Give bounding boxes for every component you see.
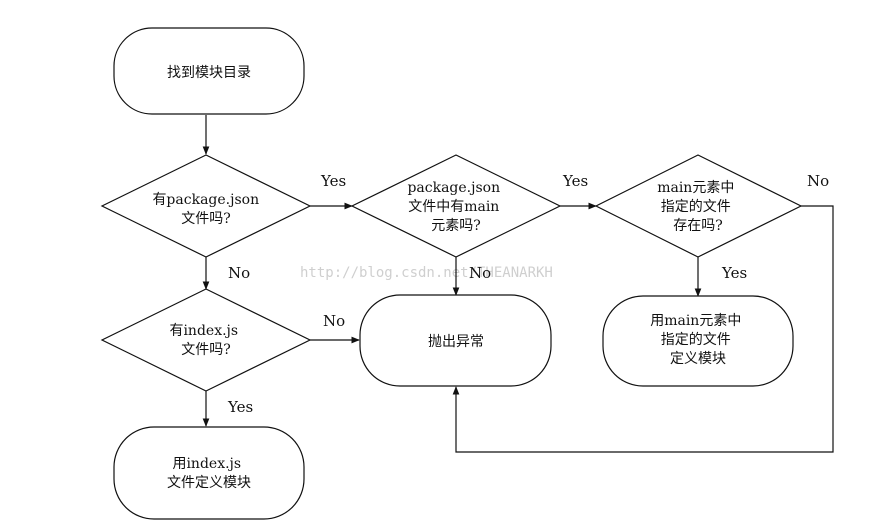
decision-has-index-js: 有index.js 文件吗? bbox=[100, 288, 312, 392]
connectors bbox=[202, 115, 834, 453]
edge-label-yes-index: Yes bbox=[227, 398, 253, 416]
node-use-index-js-text: 用index.js 文件定义模块 bbox=[167, 456, 251, 491]
node-use-main-file: 用main元素中 指定的文件 定义模块 bbox=[602, 295, 794, 387]
decision-main-file-exists: main元素中 指定的文件 存在吗? bbox=[594, 154, 803, 258]
node-throw-error-text: 抛出异常 bbox=[428, 334, 484, 350]
decision-has-package-json: 有package.json 文件吗? bbox=[100, 154, 312, 258]
decision-package-has-main: package.json 文件中有main 元素吗? bbox=[350, 154, 562, 258]
edge-label-yes-exists: Yes bbox=[721, 264, 747, 282]
node-use-main-file-text: 用main元素中 指定的文件 定义模块 bbox=[650, 313, 746, 367]
edge-label-no-package: No bbox=[228, 264, 250, 282]
node-find-module-dir: 找到模块目录 bbox=[113, 27, 305, 115]
decision-package-has-main-text: package.json 文件中有main 元素吗? bbox=[407, 180, 504, 234]
node-throw-error: 抛出异常 bbox=[359, 294, 552, 387]
edge-label-yes-main: Yes bbox=[562, 172, 588, 190]
decision-has-package-json-text: 有package.json 文件吗? bbox=[152, 192, 263, 227]
edge-label-no-main: No bbox=[469, 264, 491, 282]
node-use-index-js: 用index.js 文件定义模块 bbox=[113, 426, 305, 520]
node-find-module-dir-text: 找到模块目录 bbox=[167, 65, 251, 81]
edge-label-no-index: No bbox=[323, 312, 345, 330]
decision-has-index-js-text: 有index.js 文件吗? bbox=[169, 323, 242, 358]
edge-label-no-exists: No bbox=[807, 172, 829, 190]
edge-label-yes-package: Yes bbox=[320, 172, 346, 190]
decision-main-file-exists-text: main元素中 指定的文件 存在吗? bbox=[657, 180, 739, 234]
watermark-text: http://blog.csdn.net/THEANARKH bbox=[300, 265, 553, 281]
edge-exists-no bbox=[452, 205, 834, 453]
